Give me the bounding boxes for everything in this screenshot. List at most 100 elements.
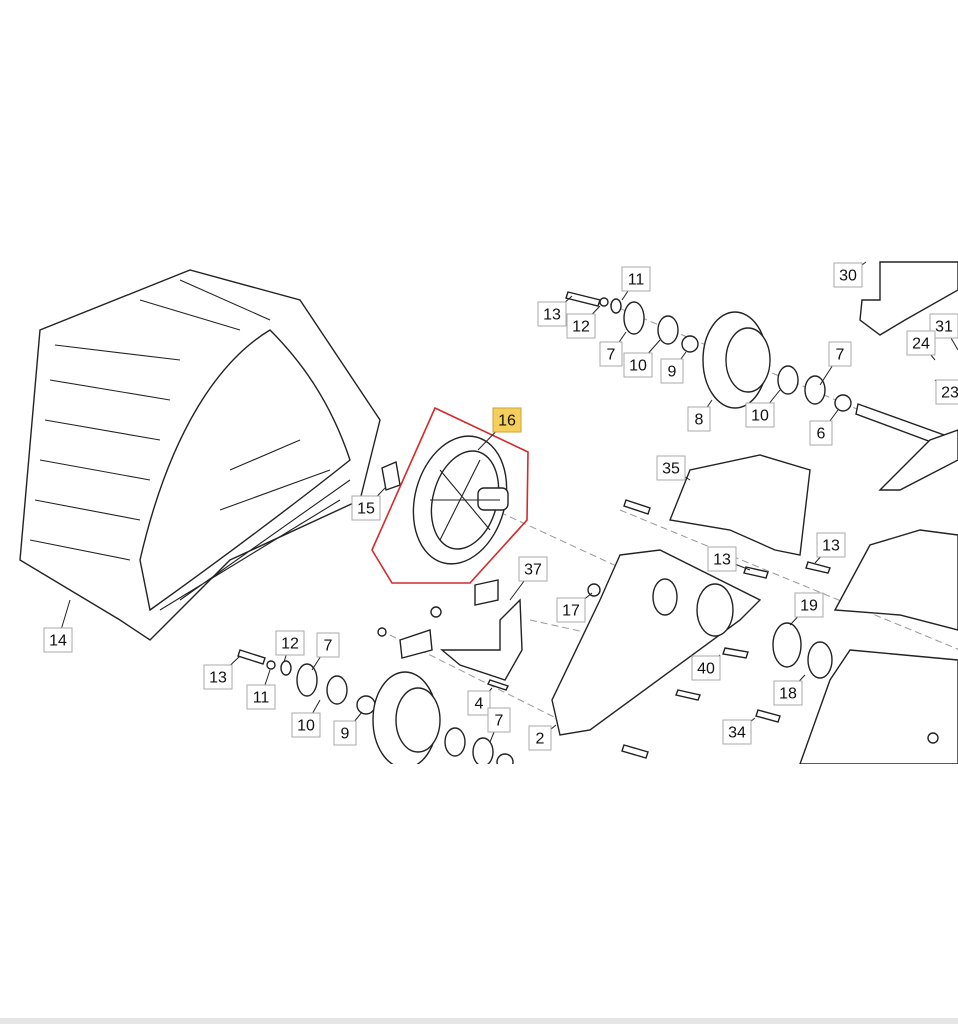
- callout-number: 24: [912, 336, 930, 353]
- callout-10[interactable]: 10: [745, 402, 775, 428]
- callout-box: [275, 630, 305, 656]
- callout-number: 6: [817, 426, 826, 443]
- callout-number: 10: [629, 358, 647, 375]
- callout-box: [333, 720, 357, 746]
- callout-40[interactable]: 40: [691, 655, 721, 681]
- callout-15[interactable]: 15: [351, 495, 381, 521]
- callout-number: 4: [475, 696, 484, 713]
- callout-9[interactable]: 9: [333, 720, 357, 746]
- callout-box: [660, 358, 684, 384]
- upper-tension-plate[interactable]: [878, 429, 958, 491]
- callout-number: 15: [357, 501, 375, 518]
- callout-box: [203, 664, 233, 690]
- callout-2[interactable]: 2: [528, 725, 552, 751]
- callout-box: [621, 266, 651, 292]
- callout-13[interactable]: 13: [816, 532, 846, 558]
- callout-box: [794, 592, 824, 618]
- callout-30[interactable]: 30: [833, 262, 863, 288]
- callout-13[interactable]: 13: [707, 546, 737, 572]
- callout-14[interactable]: 14: [43, 627, 73, 653]
- upper-bracket[interactable]: [859, 261, 958, 336]
- rubber-track[interactable]: [19, 269, 381, 641]
- callout-number: 23: [941, 385, 958, 402]
- callout-34[interactable]: 34: [722, 719, 752, 745]
- callout-number: 37: [524, 562, 542, 579]
- callout-number: 18: [779, 686, 797, 703]
- callout-7[interactable]: 7: [828, 341, 852, 367]
- callout-16[interactable]: 16: [492, 407, 522, 433]
- callout-23[interactable]: 23: [935, 379, 958, 405]
- callout-4[interactable]: 4: [467, 690, 491, 716]
- callout-box: [246, 684, 276, 710]
- callout-box: [467, 690, 491, 716]
- callout-box: [929, 313, 958, 339]
- lower-wheel-assembly[interactable]: [266, 660, 514, 770]
- callout-19[interactable]: 19: [794, 592, 824, 618]
- callout-number: 31: [935, 319, 953, 336]
- callout-13[interactable]: 13: [537, 301, 567, 327]
- mounting-bracket[interactable]: [440, 598, 523, 681]
- callout-9[interactable]: 9: [660, 358, 684, 384]
- callout-11[interactable]: 11: [621, 266, 651, 292]
- callout-37[interactable]: 37: [518, 556, 548, 582]
- callout-number: 7: [324, 638, 333, 655]
- right-plate[interactable]: [799, 649, 958, 764]
- callout-box: [691, 655, 721, 681]
- callout-box: [566, 313, 596, 339]
- callout-10[interactable]: 10: [623, 352, 653, 378]
- callout-number: 16: [498, 413, 516, 430]
- callout-13[interactable]: 13: [203, 664, 233, 690]
- callout-box: [487, 707, 511, 733]
- callout-number: 13: [713, 552, 731, 569]
- callout-box: [599, 341, 623, 367]
- callout-12[interactable]: 12: [566, 313, 596, 339]
- callout-number: 7: [495, 713, 504, 730]
- callout-number: 7: [607, 347, 616, 364]
- callout-number: 13: [543, 307, 561, 324]
- parts-drawing: [19, 261, 958, 770]
- callout-17[interactable]: 17: [556, 597, 586, 623]
- callout-number: 40: [697, 661, 715, 678]
- callout-number: 12: [281, 636, 299, 653]
- callout-number: 35: [662, 461, 680, 478]
- callout-box: [656, 455, 686, 481]
- callout-number: 11: [628, 272, 645, 289]
- callout-7[interactable]: 7: [487, 707, 511, 733]
- callout-number: 9: [668, 364, 677, 381]
- callout-7[interactable]: 7: [599, 341, 623, 367]
- callout-31[interactable]: 31: [929, 313, 958, 339]
- main-plate[interactable]: [551, 549, 762, 736]
- callout-7[interactable]: 7: [316, 632, 340, 658]
- callout-box: [745, 402, 775, 428]
- callout-18[interactable]: 18: [773, 680, 803, 706]
- callout-number: 10: [751, 408, 769, 425]
- callout-number: 30: [839, 268, 857, 285]
- callout-24[interactable]: 24: [906, 330, 936, 356]
- track-clip[interactable]: [381, 461, 401, 491]
- callout-number: 11: [253, 690, 270, 707]
- callout-box: [722, 719, 752, 745]
- callout-number: 14: [49, 633, 67, 650]
- callout-number: 10: [297, 718, 315, 735]
- callout-6[interactable]: 6: [809, 420, 833, 446]
- callout-box: [809, 420, 833, 446]
- callout-box: [528, 725, 552, 751]
- callout-35[interactable]: 35: [656, 455, 686, 481]
- callout-box: [687, 406, 711, 432]
- sprocket-hub[interactable]: [371, 406, 529, 584]
- right-cover-guard[interactable]: [833, 529, 958, 631]
- callout-10[interactable]: 10: [291, 712, 321, 738]
- callout-box: [828, 341, 852, 367]
- callout-12[interactable]: 12: [275, 630, 305, 656]
- callout-number: 17: [562, 603, 580, 620]
- callout-number: 8: [695, 412, 704, 429]
- callout-box: [291, 712, 321, 738]
- cover-guard[interactable]: [669, 454, 811, 556]
- callout-number: 2: [536, 731, 545, 748]
- page-bottom-border: [0, 1018, 958, 1024]
- callout-11[interactable]: 11: [246, 684, 276, 710]
- callout-box: [43, 627, 73, 653]
- callout-8[interactable]: 8: [687, 406, 711, 432]
